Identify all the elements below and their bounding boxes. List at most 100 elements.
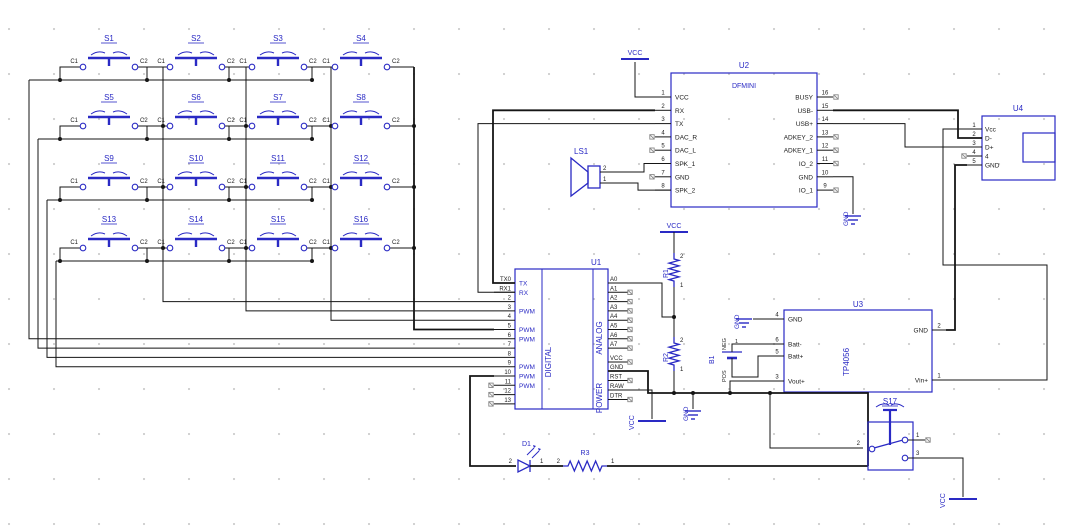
wire[interactable] — [600, 182, 671, 191]
vcc-symbol[interactable]: VCC — [660, 223, 688, 233]
pin-circle[interactable] — [868, 445, 876, 453]
wire[interactable] — [413, 67, 494, 331]
wire[interactable] — [600, 163, 671, 173]
wire[interactable] — [330, 67, 494, 321]
wire[interactable] — [769, 393, 863, 449]
gnd-symbol[interactable]: GND — [683, 406, 701, 421]
u2-chip[interactable]: U2DFMINI1VCC2RX3TX4DAC_R5DAC_L6SPK_17GND… — [649, 61, 839, 208]
pin-circle[interactable] — [131, 183, 139, 191]
wire[interactable] — [228, 186, 249, 200]
wire[interactable] — [162, 67, 494, 303]
pin-circle[interactable] — [218, 122, 226, 130]
wire[interactable] — [245, 67, 494, 312]
wire[interactable] — [46, 200, 494, 358]
wire[interactable] — [833, 109, 982, 139]
pin-circle[interactable] — [166, 244, 174, 252]
pin-circle[interactable] — [248, 244, 256, 252]
pin-circle[interactable] — [79, 244, 87, 252]
wire[interactable] — [146, 66, 167, 80]
gnd-symbol[interactable]: GND — [843, 211, 861, 226]
pin-circle[interactable] — [300, 63, 308, 71]
wire[interactable] — [146, 186, 167, 200]
pin-circle[interactable] — [131, 244, 139, 252]
pin-circle[interactable] — [166, 122, 174, 130]
pin-circle[interactable] — [331, 244, 339, 252]
pin-circle[interactable] — [331, 63, 339, 71]
pin-circle[interactable] — [131, 63, 139, 71]
vcc-symbol[interactable]: VCC — [621, 50, 649, 60]
pin-circle[interactable] — [331, 183, 339, 191]
wire[interactable] — [731, 355, 770, 378]
wire[interactable] — [55, 261, 494, 368]
wire[interactable] — [492, 109, 655, 284]
pin-circle[interactable] — [218, 183, 226, 191]
wire[interactable] — [729, 380, 770, 393]
pin-circle[interactable] — [166, 183, 174, 191]
wire[interactable] — [946, 164, 967, 331]
pin-circle[interactable] — [131, 122, 139, 130]
wire[interactable] — [833, 176, 854, 214]
wire[interactable] — [477, 123, 655, 293]
pin-circle[interactable] — [300, 183, 308, 191]
pin-circle[interactable] — [383, 122, 391, 130]
wire[interactable] — [228, 125, 249, 139]
pin-circle[interactable] — [383, 244, 391, 252]
wire[interactable] — [228, 66, 249, 80]
pin-circle[interactable] — [79, 183, 87, 191]
pin-circle[interactable] — [901, 454, 909, 462]
wire[interactable] — [608, 370, 869, 466]
pin-circle[interactable] — [300, 122, 308, 130]
wire[interactable] — [59, 125, 80, 139]
wire[interactable] — [311, 125, 332, 139]
wire[interactable] — [634, 62, 655, 98]
wire[interactable] — [228, 247, 249, 261]
wire[interactable] — [928, 457, 964, 497]
wire[interactable] — [59, 247, 80, 261]
pin-circle[interactable] — [300, 244, 308, 252]
wire[interactable] — [37, 139, 494, 349]
pin-circle[interactable] — [383, 183, 391, 191]
wire[interactable] — [311, 186, 332, 200]
pin-circle[interactable] — [248, 122, 256, 130]
wire[interactable] — [146, 125, 167, 139]
wire[interactable] — [608, 389, 653, 419]
wire[interactable] — [28, 80, 494, 340]
u1-chip[interactable]: U1DIGITALANALOGPOWERTX0TXRX1RX23PWM45PWM… — [488, 258, 633, 413]
gnd-symbol[interactable]: GND — [734, 314, 752, 329]
pin-circle[interactable] — [218, 63, 226, 71]
wire[interactable] — [311, 247, 332, 261]
wire[interactable] — [59, 186, 80, 200]
wire[interactable] — [731, 343, 770, 352]
wire[interactable] — [833, 123, 982, 148]
vcc-symbol[interactable]: VCC — [629, 415, 666, 430]
wire[interactable] — [311, 66, 332, 80]
pin-circle[interactable] — [218, 244, 226, 252]
wire[interactable] — [469, 375, 516, 467]
pin-circle[interactable] — [248, 63, 256, 71]
pin-circle[interactable] — [79, 122, 87, 130]
pin-circle[interactable] — [901, 436, 909, 444]
pin-circle[interactable] — [248, 183, 256, 191]
